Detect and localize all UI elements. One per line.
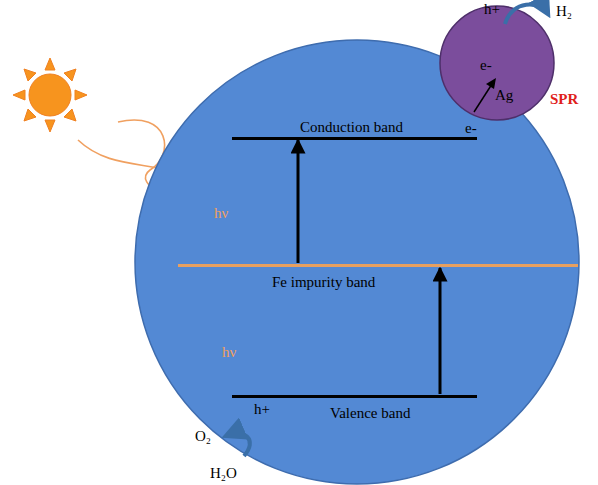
heading: SPR	[550, 90, 578, 108]
photon-label: hν	[222, 343, 236, 361]
particle-label: e-	[480, 56, 492, 74]
band-label: Fe impurity band	[272, 273, 578, 291]
band-label: Valence band	[330, 404, 477, 422]
sun	[13, 58, 87, 132]
excitation-arrow	[439, 268, 442, 394]
product-label: O₂	[195, 427, 211, 445]
silver-particle: e-AgSPR	[440, 6, 554, 120]
arrowhead	[486, 78, 496, 89]
reaction-arrow	[226, 433, 250, 456]
electron-transfer-arrow	[474, 84, 492, 112]
hole-label: h+	[254, 400, 270, 418]
product-label: H₂	[556, 2, 572, 20]
reaction-arrow	[505, 5, 548, 24]
reactant-label: H₂O	[210, 464, 237, 482]
excitation-arrow	[297, 140, 300, 263]
particle-label: Ag	[495, 86, 513, 104]
impurity-band: Fe impurity band	[178, 264, 578, 291]
band-label: Conduction band	[300, 118, 477, 136]
electron-label: e-	[465, 119, 477, 137]
hole-label: h+	[484, 0, 500, 18]
photon-label: hν	[214, 204, 228, 222]
ag-particle	[440, 6, 554, 120]
conduction-band: Conduction band	[232, 118, 477, 140]
